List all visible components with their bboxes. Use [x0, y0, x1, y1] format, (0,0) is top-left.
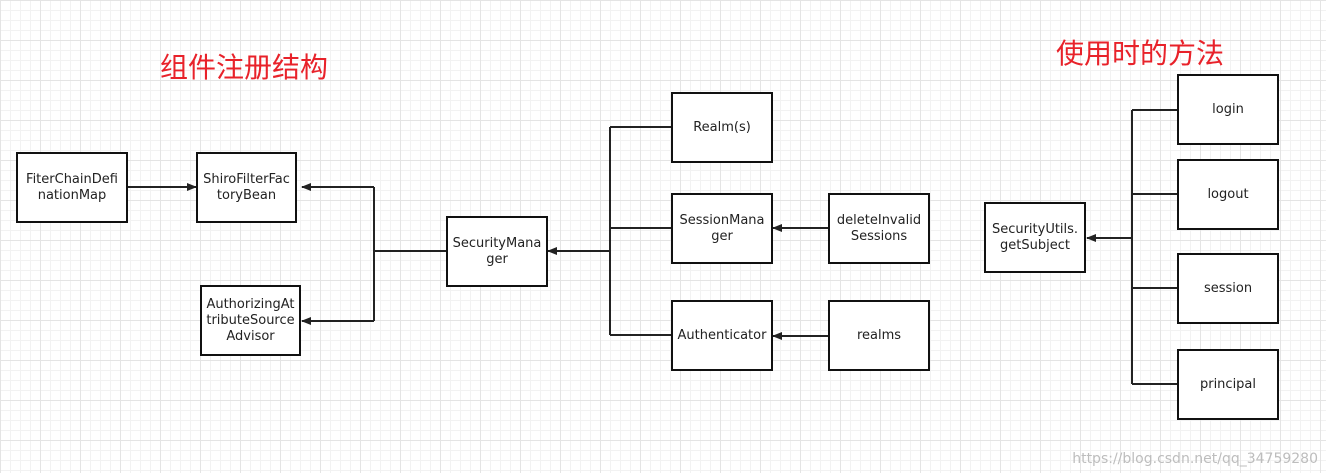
node-label: deleteInvalidSessions — [836, 212, 922, 244]
node-realms[interactable]: realms — [828, 300, 930, 371]
node-security-manager[interactable]: SecurityManager — [446, 216, 548, 287]
node-label: Authenticator — [677, 327, 767, 343]
node-label: ShiroFilterFactoryBean — [203, 171, 290, 203]
node-fiter-chain-definition-map[interactable]: FiterChainDefinationMap — [16, 152, 128, 223]
node-label: SecurityManager — [452, 235, 542, 267]
node-label: realms — [856, 327, 902, 343]
node-label: AuthorizingAttributeSourceAdvisor — [206, 296, 295, 344]
node-label: principal — [1199, 376, 1257, 392]
node-delete-invalid-sessions[interactable]: deleteInvalidSessions — [828, 193, 930, 264]
node-authorizing-attribute-source-advisor[interactable]: AuthorizingAttributeSourceAdvisor — [200, 285, 301, 356]
node-logout[interactable]: logout — [1177, 159, 1279, 230]
node-login[interactable]: login — [1177, 74, 1279, 145]
watermark: https://blog.csdn.net/qq_34759280 — [1072, 451, 1318, 467]
node-label: logout — [1207, 186, 1249, 202]
node-label: FiterChainDefinationMap — [26, 171, 118, 203]
node-security-utils-get-subject[interactable]: SecurityUtils.getSubject — [984, 202, 1086, 273]
node-principal[interactable]: principal — [1177, 349, 1279, 420]
node-session[interactable]: session — [1177, 253, 1279, 324]
node-shiro-filter-factory-bean[interactable]: ShiroFilterFactoryBean — [196, 152, 297, 223]
node-label: session — [1203, 280, 1253, 296]
node-label: login — [1212, 101, 1244, 117]
node-authenticator[interactable]: Authenticator — [671, 300, 773, 371]
node-realms-top[interactable]: Realm(s) — [671, 92, 773, 163]
title-usage-methods: 使用时的方法 — [1056, 37, 1225, 70]
node-label: Realm(s) — [693, 119, 751, 135]
node-label: SessionManager — [679, 212, 765, 244]
title-component-registration: 组件注册结构 — [160, 51, 329, 84]
node-session-manager[interactable]: SessionManager — [671, 193, 773, 264]
node-label: SecurityUtils.getSubject — [991, 221, 1079, 253]
